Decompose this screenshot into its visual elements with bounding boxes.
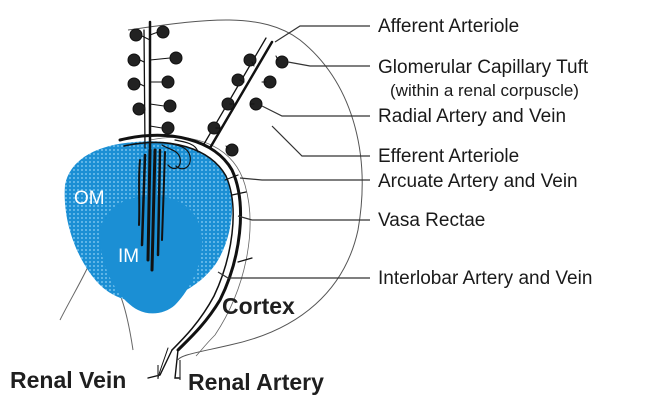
radial-artery-right <box>204 38 288 156</box>
label-efferent-arteriole: Efferent Arteriole <box>378 146 519 167</box>
renal-artery-stem <box>175 350 180 378</box>
label-interlobar-artery-vein: Interlobar Artery and Vein <box>378 268 592 289</box>
label-glomerular-tuft: Glomerular Capillary Tuft <box>378 57 589 78</box>
label-arcuate-artery-vein: Arcuate Artery and Vein <box>378 171 578 192</box>
label-outer-medulla: OM <box>74 188 105 209</box>
label-renal-vein: Renal Vein <box>10 367 126 393</box>
label-vasa-rectae: Vasa Rectae <box>378 210 485 231</box>
radial-artery-left <box>128 22 182 148</box>
renal-vein-stem <box>148 350 172 378</box>
label-afferent-arteriole: Afferent Arteriole <box>378 16 519 37</box>
label-renal-artery: Renal Artery <box>188 369 324 395</box>
label-radial-artery-vein: Radial Artery and Vein <box>378 106 566 127</box>
label-cortex: Cortex <box>222 293 295 319</box>
label-glomerular-tuft-note: (within a renal corpuscle) <box>390 81 579 100</box>
label-inner-medulla: IM <box>118 246 139 267</box>
